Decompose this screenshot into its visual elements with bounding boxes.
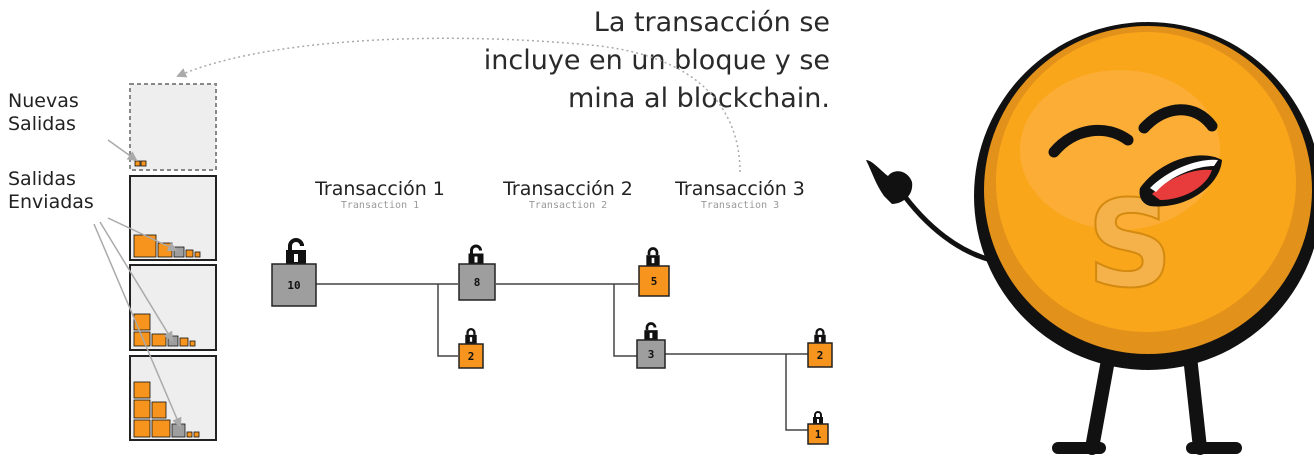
tx2-title-text: Transacción 2 — [503, 178, 633, 200]
caption-line3: mina al blockchain. — [567, 83, 830, 114]
mascot-left-hand — [866, 160, 913, 204]
output-8-value: 8 — [474, 276, 481, 289]
tx2-subtitle: Transaction 2 — [528, 200, 608, 211]
new-outputs-label: Nuevas Salidas — [8, 90, 79, 136]
tx1-title-text: Transacción 1 — [315, 178, 445, 200]
output-8: 8 — [458, 244, 496, 301]
output-3-value: 3 — [648, 348, 655, 361]
output-2-tx3: 2 — [807, 328, 833, 368]
output-10-value: 10 — [287, 279, 300, 292]
tx3-title-text: Transacción 3 — [675, 178, 805, 200]
coin-mascot: S — [866, 22, 1314, 455]
output-10: 10 — [271, 238, 317, 307]
output-2-tx1-value: 2 — [468, 350, 475, 363]
tx1-subtitle: Transaction 1 — [340, 200, 420, 211]
tx3-subtitle: Transaction 3 — [700, 200, 780, 211]
mascot-mouth — [1139, 155, 1222, 207]
mascot-left-eye — [1048, 124, 1134, 158]
transaction-links — [316, 283, 808, 431]
caption: La transacción se incluye en un bloque y… — [440, 4, 830, 118]
output-3: 3 — [636, 322, 666, 369]
spent-outputs-label-line1: Salidas — [8, 168, 76, 190]
mascot-s-letter: S — [1087, 176, 1173, 315]
caption-line2: incluye en un bloque y se — [483, 45, 830, 76]
label-pointers — [93, 139, 182, 428]
caption-line1: La transacción se — [593, 7, 830, 38]
output-1: 1 — [807, 411, 829, 445]
tx1-title: Transacción 1 Transaction 1 — [300, 178, 460, 211]
tx3-title: Transacción 3 Transaction 3 — [660, 178, 820, 211]
tx2-title: Transacción 2 Transaction 2 — [488, 178, 648, 211]
new-outputs-label-line1: Nuevas — [8, 90, 79, 112]
block-2 — [129, 264, 217, 351]
block-1 — [129, 175, 217, 261]
mining-arrow — [176, 37, 741, 173]
block-3 — [129, 355, 217, 441]
mascot-right-eye — [1138, 104, 1218, 134]
output-1-value: 1 — [815, 428, 822, 441]
output-5-value: 5 — [651, 275, 658, 288]
output-5: 5 — [638, 247, 670, 297]
spent-outputs-label: Salidas Enviadas — [8, 168, 94, 214]
output-2-tx3-value: 2 — [817, 349, 824, 362]
new-block — [129, 83, 217, 171]
new-outputs-label-line2: Salidas — [8, 112, 76, 135]
output-2-tx1: 2 — [458, 328, 484, 369]
spent-outputs-label-line2: Enviadas — [8, 190, 94, 213]
